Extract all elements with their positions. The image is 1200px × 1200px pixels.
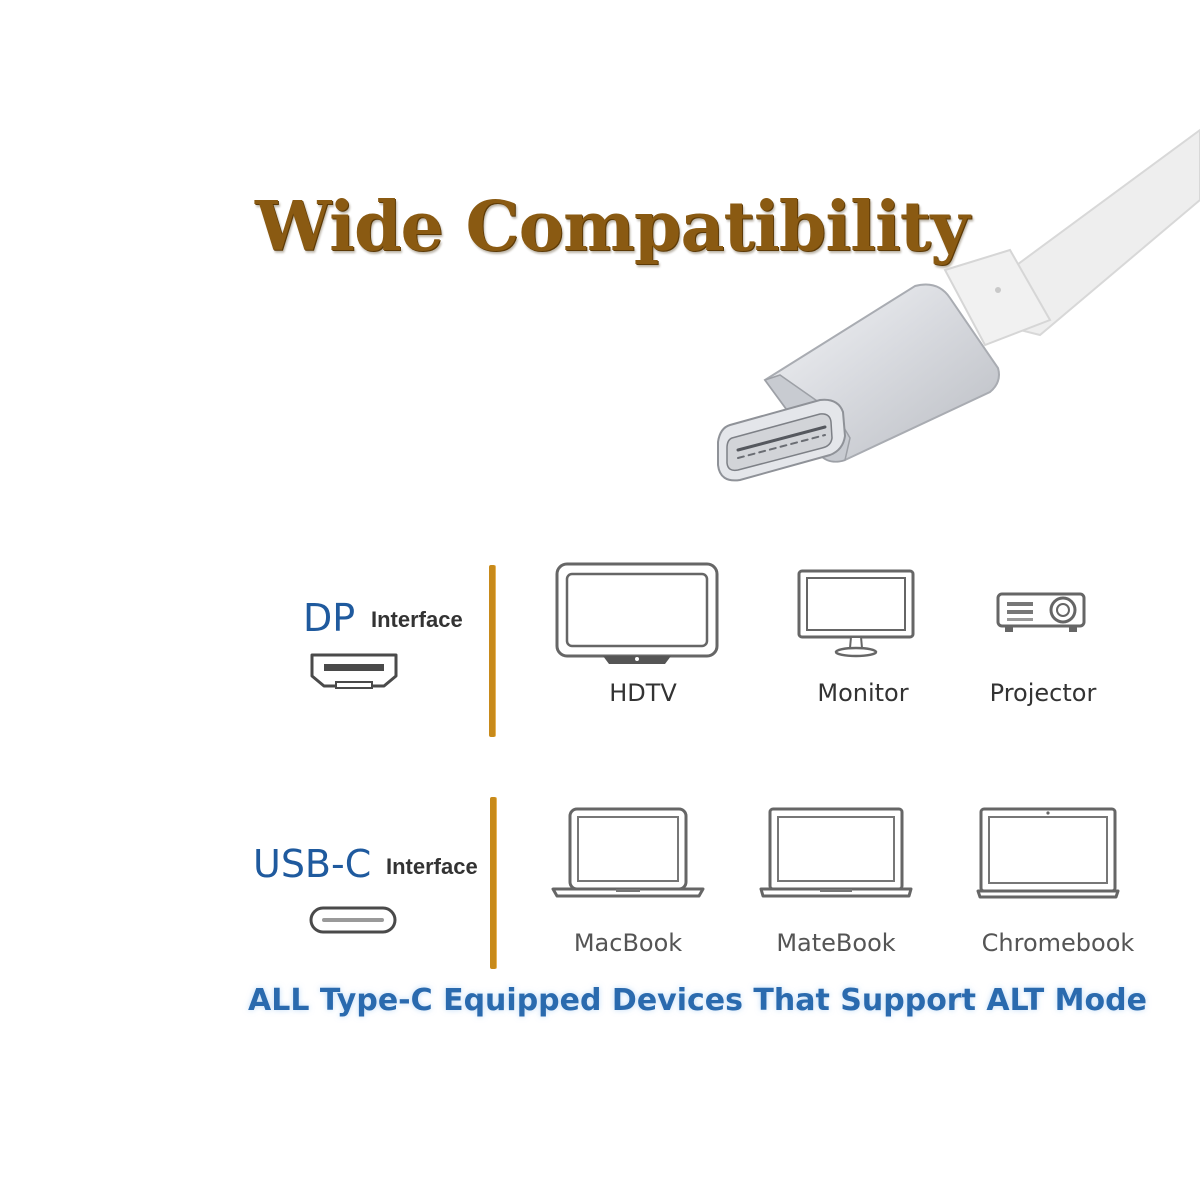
device-label-macbook: MacBook bbox=[573, 929, 683, 957]
laptop-icon bbox=[976, 807, 1120, 899]
device-label-projector: Projector bbox=[989, 679, 1097, 707]
monitor-icon bbox=[797, 569, 915, 658]
dp-interface-name: DP bbox=[303, 596, 356, 640]
projector-icon bbox=[996, 592, 1086, 632]
usbc-interface-name: USB-C bbox=[253, 842, 372, 886]
device-label-chromebook: Chromebook bbox=[981, 929, 1135, 957]
usb-c-port-icon bbox=[309, 906, 397, 934]
laptop-icon bbox=[551, 807, 705, 898]
compatibility-note: ALL Type-C Equipped Devices That Support… bbox=[248, 983, 1147, 1018]
usbc-interface-word: Interface bbox=[386, 854, 478, 879]
dp-interface-word: Interface bbox=[371, 607, 463, 632]
laptop-icon bbox=[759, 807, 913, 898]
section-divider bbox=[489, 565, 495, 737]
section-divider bbox=[490, 797, 496, 969]
tv-icon bbox=[555, 562, 719, 664]
device-label-monitor: Monitor bbox=[817, 679, 909, 707]
displayport-port-icon bbox=[310, 653, 398, 689]
usb-c-connector-icon bbox=[717, 128, 1200, 482]
device-label-hdtv: HDTV bbox=[609, 679, 677, 707]
page-title: Wide Compatibility bbox=[255, 187, 970, 267]
device-label-matebook: MateBook bbox=[776, 929, 896, 957]
